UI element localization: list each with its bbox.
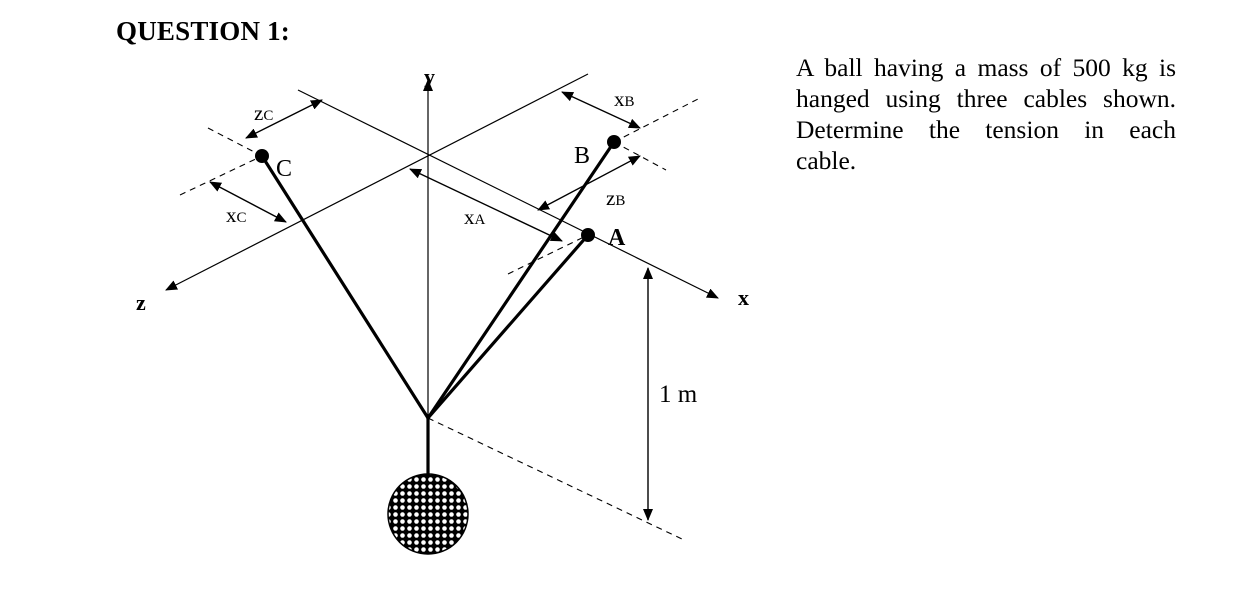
dim-zb-sub: B (615, 193, 625, 209)
axis-label-z: z (136, 290, 146, 315)
cable-c (260, 154, 430, 420)
cables (260, 140, 616, 480)
cable-a (426, 233, 590, 420)
dim-label-xc: xC (226, 203, 247, 227)
dim-xb-sub: B (625, 94, 635, 110)
point-c-dot (255, 149, 269, 163)
question-heading: QUESTION 1: (116, 16, 290, 46)
dim-xc-main: x (226, 203, 237, 227)
dim-label-xa: xA (464, 205, 486, 229)
point-label-c: C (276, 156, 292, 182)
ball (387, 473, 469, 555)
cable-b (426, 140, 616, 420)
problem-line-1: A ball having a mass of 500 kg is (796, 53, 1176, 82)
dim-label-xb: xB (614, 87, 635, 111)
height-label: 1 m (659, 381, 698, 408)
guide-c-bottom (179, 155, 263, 196)
xb-arrow (561, 91, 641, 129)
guide-a (507, 234, 589, 275)
dim-label-zb: zB (606, 186, 625, 210)
point-a-dot (581, 228, 595, 242)
dim-xb-main: x (614, 87, 625, 111)
guide-c-top (207, 127, 263, 157)
problem-statement: A ball having a mass of 500 kg is hanged… (796, 52, 1176, 176)
dimension-arrows (209, 91, 653, 521)
problem-line-3: Determine the tension in each (796, 115, 1176, 144)
z-axis (165, 73, 589, 291)
guide-bottom (427, 417, 685, 541)
guide-b-top (613, 97, 701, 143)
dim-zc-main: z (254, 101, 263, 125)
problem-line-2: hanged using three cables shown. (796, 84, 1176, 113)
dim-zc-sub: C (263, 108, 273, 124)
zb-arrow (537, 155, 641, 211)
dim-xa-sub: A (475, 212, 486, 228)
axis-label-x: x (738, 285, 749, 310)
guide-b-right (613, 141, 667, 171)
dashed-guides (179, 97, 701, 541)
point-label-a: A (608, 225, 626, 251)
dim-xc-sub: C (237, 210, 247, 226)
point-label-b: B (574, 143, 590, 169)
axis-label-y: y (424, 64, 435, 89)
dim-zb-main: z (606, 186, 615, 210)
dim-xa-main: x (464, 205, 475, 229)
point-b-dot (607, 135, 621, 149)
xc-arrow (209, 181, 287, 223)
problem-line-4: cable. (796, 146, 857, 175)
xa-arrow (409, 168, 563, 242)
dim-label-zc: zC (254, 101, 273, 125)
zc-arrow (245, 99, 323, 139)
